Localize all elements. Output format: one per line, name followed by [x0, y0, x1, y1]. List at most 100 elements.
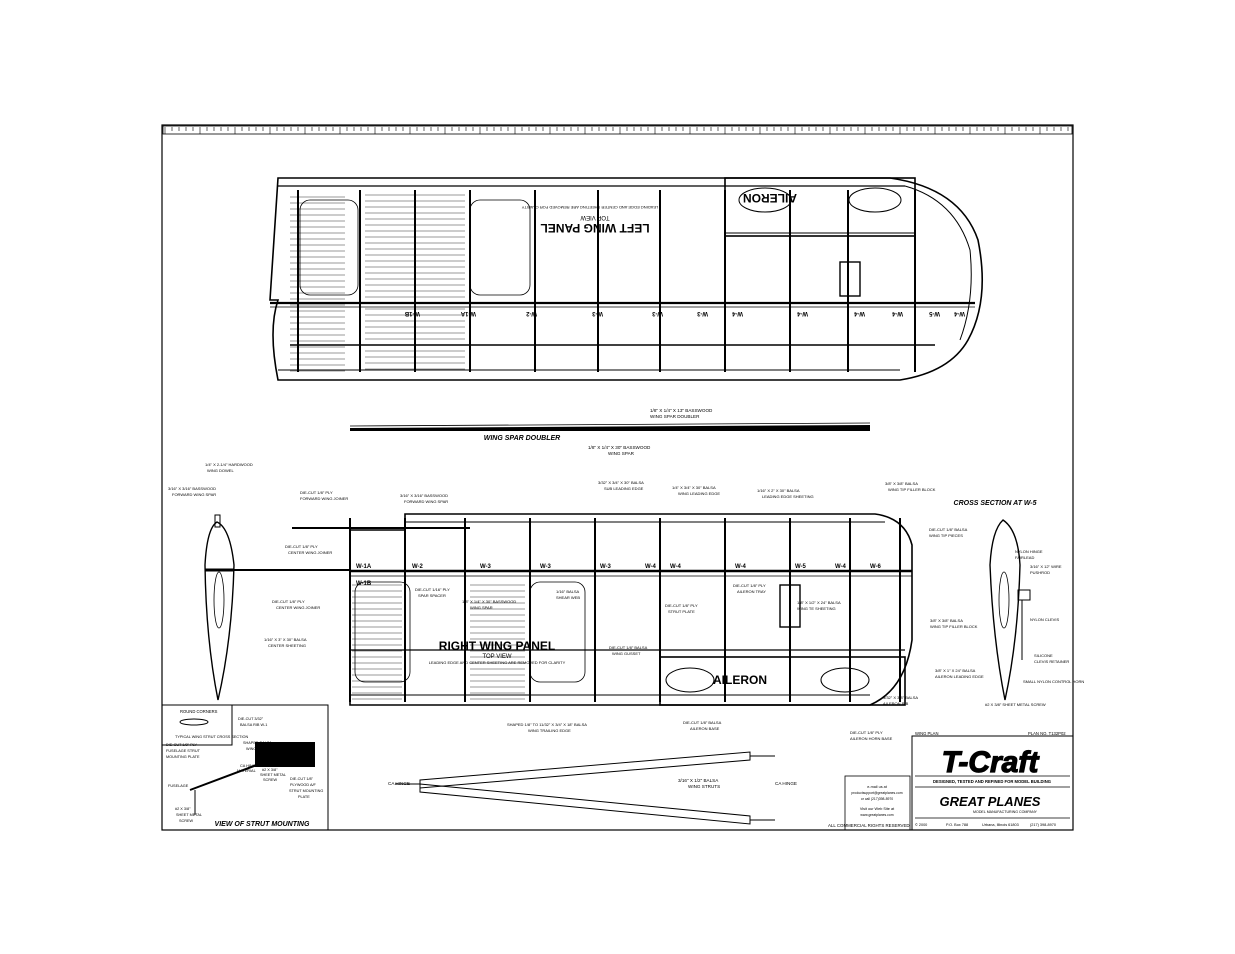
callout-label: AILERON LEADING EDGE	[935, 674, 984, 679]
web: www.greatplanes.com	[860, 813, 893, 817]
left-panel-subtitle: TOP VIEW	[580, 214, 609, 220]
typical-strut-label: TYPICAL WING STRUT CROSS SECTION	[175, 735, 248, 739]
callout-label: DIE-CUT 1/16" PLY	[415, 587, 450, 592]
city: Urbana, Illinois 61803	[982, 823, 1019, 827]
left-rib-station-label: W-4	[891, 310, 903, 316]
left-wing-panel: AILERON LEFT WING PANEL TOP VIEW LEADING…	[269, 177, 984, 381]
strut-mount-label: SCREW	[179, 819, 194, 823]
callout-label: WING SPAR	[470, 605, 493, 610]
callout-label: CENTER WING JOINER	[288, 550, 332, 555]
callout-label: 3/8" X 3/8" BALSA	[885, 481, 918, 486]
callout-label: DIE-CUT 1/8" PLY	[272, 599, 305, 604]
right-rib-station-label: W-6	[870, 564, 882, 570]
strut-ca-hinge-left: CA HINGE	[388, 781, 410, 786]
email-head: e-mail us at	[867, 785, 888, 789]
strut-mount-label: STRUT MOUNTING	[289, 789, 323, 793]
strut-mount-label: FUSELAGE	[168, 784, 189, 788]
callout-label: 1/16" BALSA	[556, 589, 580, 594]
strut-mount-label: #2 X 3/8"	[262, 768, 278, 772]
callout-label: AILERON RIB	[883, 701, 909, 706]
callout-label: SHAPED 1/8" TO 11/32" X 3/4" X 18" BALSA	[507, 722, 587, 727]
callout-label: WING TIP FILLER BLOCK	[888, 487, 936, 492]
strut-mount-title: VIEW OF STRUT MOUNTING	[215, 821, 310, 828]
left-rib-station-label: W-4	[796, 310, 808, 316]
callout-label: SPAR SPACER	[418, 593, 446, 598]
left-panel-title: LEFT WING PANEL	[540, 221, 649, 235]
strut-mount-label: #2 X 3/8"	[175, 807, 191, 811]
right-wing-panel: AILERON RIGHT WING PANEL TOP VIEW LEADIN…	[230, 513, 913, 706]
left-panel-note: LEADING EDGE AND CENTER SHEETING ARE REM…	[521, 205, 658, 210]
callout-label: DIE-CUT 1/8" PLY	[850, 730, 883, 735]
callout-label: FORWARD WING SPAR	[172, 492, 216, 497]
callout-label: STRUT PLATE	[668, 609, 695, 614]
rights: ALL COMMERCIAL RIGHTS RESERVED	[828, 823, 910, 828]
right-rib-station-label: W-4	[735, 564, 747, 570]
title-block: WING PLAN PLAN NO. T132P02 T-Craft DESIG…	[828, 731, 1074, 831]
strut-mount-label: WING STRUT	[246, 747, 271, 751]
copyright: © 2000	[915, 823, 927, 827]
callout-label: DIE-CUT 1/8" BALSA	[929, 527, 968, 532]
strut-mount-label: SCREW	[263, 778, 278, 782]
callout-label: WING TIP FILLER BLOCK	[930, 624, 978, 629]
strut-mount-label: BALSA RIB W-1	[240, 723, 267, 727]
callout-label: 3/8" X 3/8" BALSA	[930, 618, 963, 623]
callout-label: 1/4" X 3/4" X 30" BALSA	[672, 485, 716, 490]
callout-label: FAIRLEAD	[1015, 555, 1034, 560]
right-panel-subtitle: TOP VIEW	[482, 654, 511, 660]
plan-label: WING PLAN	[915, 731, 939, 736]
strut-mount-label: SHEET METAL	[260, 773, 286, 777]
brand-logo: GREAT PLANES	[940, 794, 1041, 809]
callout-label: NYLON CLEVIS	[1030, 617, 1059, 622]
callout-label: DIE-CUT 1/8" PLY	[285, 544, 318, 549]
callout-label: AILERON HORN BASE	[850, 736, 893, 741]
callout-label: 1/4" X 2-1/4" HARDWOOD	[205, 462, 253, 467]
strut-mount-label: DIE-CUT 1/8"	[290, 777, 314, 781]
spar-doubler-label1b: WING SPAR DOUBLER	[650, 414, 700, 419]
callout-label: DIE-CUT 1/8" PLY	[300, 490, 333, 495]
strut-mount-label: SHAPED BALSA	[243, 741, 272, 745]
callout-label: 3/8" X 1" X 24" BALSA	[935, 668, 976, 673]
callout-label: FORWARD WING JOINER	[300, 496, 348, 501]
left-rib-station-label: W-1A	[460, 310, 476, 316]
callout-label: DIE-CUT 1/8" BALSA	[609, 645, 648, 650]
ruler-frame	[162, 125, 1073, 135]
callout-label: SHEAR WEB	[556, 595, 580, 600]
callout-label: SMALL NYLON CONTROL HORN	[1023, 679, 1084, 684]
right-aileron-label: AILERON	[713, 673, 767, 687]
strut-ca-hinge-right: CA HINGE	[775, 781, 797, 786]
spar-doubler-label1: 1/8" X 1/4" X 13" BASSWOOD	[650, 408, 713, 413]
right-rib-station-label: W-3	[600, 564, 612, 570]
cross-section-w5: CROSS SECTION AT W-5	[954, 500, 1037, 701]
cross-section-title: CROSS SECTION AT W-5	[954, 500, 1037, 507]
left-rib-station-label: W-3	[696, 310, 708, 316]
callout-label: 1/8" X 1/4" X 30" BASSWOOD	[462, 599, 516, 604]
callout-label: WING GUSSET	[612, 651, 641, 656]
right-rib-station-label: W-4	[670, 564, 682, 570]
spar-doubler-label2b: WING SPAR	[608, 451, 635, 456]
right-rib-station-label: W-5	[795, 564, 807, 570]
callout-label: LEADING EDGE SHEETING	[762, 494, 814, 499]
callout-label: SUB LEADING EDGE	[604, 486, 644, 491]
callout-label: 3/32" X 3/8" BALSA	[883, 695, 918, 700]
left-rib-station-label: W-4	[953, 310, 965, 316]
t-craft-logo: T-Craft	[942, 746, 1041, 779]
strut-mount-label: FUSELAGE STRUT	[166, 749, 201, 753]
brand-sub: MODEL MANUFACTURING COMPANY	[973, 810, 1037, 814]
callout-label: CLEVIS RETAINER	[1034, 659, 1069, 664]
callout-label: 1/16" X 3" X 30" BALSA	[264, 637, 307, 642]
callout-label: 3/16" X 12" WIRE	[1030, 564, 1062, 569]
strut-mount-label: MATERIAL	[237, 769, 256, 773]
left-rib-station-label: W-5	[928, 310, 940, 316]
strut-mount-label: CA HINGE	[240, 764, 259, 768]
right-panel-note: LEADING EDGE AND CENTER SHEETING ARE REM…	[429, 660, 566, 665]
callout-label: 1/16" X 2" X 30" BALSA	[757, 488, 800, 493]
callout-label: WING TE SHEETING	[797, 606, 836, 611]
callout-label: 3/16" X 3/16" BASSWOOD	[168, 486, 216, 491]
strut-mount-label: MOUNTING PLATE	[166, 755, 200, 759]
callout-label: PUSHROD	[1030, 570, 1050, 575]
callout-label: WING DOWEL	[207, 468, 234, 473]
spar-doubler-title: WING SPAR DOUBLER	[484, 435, 560, 442]
strut-mount-label: DIE-CUT 1/8" PLY	[166, 743, 197, 747]
left-rib-station-label: W-4	[853, 310, 865, 316]
